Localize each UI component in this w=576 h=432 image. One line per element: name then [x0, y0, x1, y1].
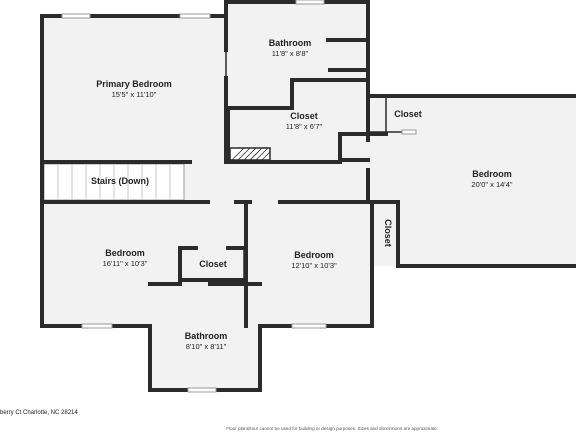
room-bedroom-right-dims: 20'0" x 14'4": [471, 180, 512, 189]
room-bedroom-left-name: Bedroom: [105, 248, 145, 258]
floor-fills: [42, 2, 576, 390]
room-bathroom-bottom-dims: 8'10" x 8'11": [186, 342, 227, 351]
room-labels: Primary Bedroom 15'5" x 11'10" Bathroom …: [91, 38, 513, 351]
room-bedroom-center-dims: 12'10" x 10'3": [291, 261, 337, 270]
hatched-box: [229, 147, 271, 161]
room-bedroom-center-name: Bedroom: [294, 250, 334, 260]
room-bathroom-bottom-name: Bathroom: [185, 331, 228, 341]
room-bathroom-top-name: Bathroom: [269, 38, 312, 48]
windows: [61, 0, 417, 393]
room-closet-mid-dims: 11'8" x 6'7": [286, 122, 323, 131]
room-closet-right-name: Closet: [394, 109, 422, 119]
room-bathroom-top-dims: 11'8" x 8'8": [272, 49, 309, 58]
room-closet-small-name: Closet: [199, 259, 227, 269]
address-text: berry Ct Charlotte, NC 28214: [0, 410, 78, 416]
room-primary-bedroom-dims: 15'5" x 11'10": [112, 90, 157, 99]
room-bedroom-left-dims: 16'11" x 10'3": [103, 259, 148, 268]
room-bedroom-right-name: Bedroom: [472, 169, 512, 179]
room-closet-vertical-name: Closet: [383, 219, 393, 247]
room-primary-bedroom-name: Primary Bedroom: [96, 79, 172, 89]
stairs-graphic: [43, 163, 185, 201]
room-closet-mid-name: Closet: [290, 111, 318, 121]
disclaimer-text: Floor plans/tour cannot be used for buil…: [226, 426, 438, 431]
room-stairs-name: Stairs (Down): [91, 176, 149, 186]
